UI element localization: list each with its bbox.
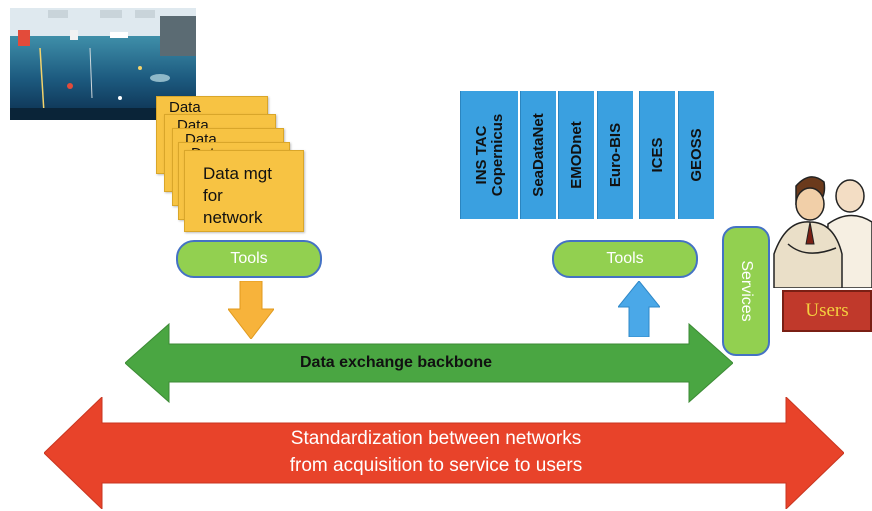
ocean-observation-image <box>10 8 196 120</box>
system-bar-ins-tac: INS TAC Copernicus <box>460 91 518 219</box>
users-illustration-icon <box>773 176 872 288</box>
down-arrow-icon <box>228 281 274 339</box>
services-label: Services <box>738 260 755 322</box>
system-bar-euro-bis: Euro-BIS <box>597 91 633 219</box>
system-label-line: Copernicus <box>488 113 506 197</box>
data-mgt-line: Data mgt <box>203 164 272 183</box>
data-exchange-backbone-arrow <box>125 322 733 404</box>
data-mgt-line: network <box>203 208 263 227</box>
system-label-line: INS TAC <box>472 125 490 185</box>
standardization-label-line1: Standardization between networks <box>290 428 582 449</box>
tools-right-label: Tools <box>606 250 644 267</box>
system-label: ICES <box>648 137 666 173</box>
tools-right-pill: Tools <box>552 240 698 278</box>
system-label: INS TAC Copernicus <box>472 113 506 197</box>
users-box: Users <box>782 290 872 332</box>
system-label: EMODnet <box>567 121 585 189</box>
services-pill: Services <box>722 226 770 356</box>
system-bar-geoss: GEOSS <box>678 91 714 219</box>
backbone-label: Data exchange backbone <box>300 354 493 371</box>
system-label: Euro-BIS <box>606 122 624 188</box>
system-label: SeaDataNet <box>529 113 547 197</box>
system-label: GEOSS <box>687 128 705 182</box>
tools-left-pill: Tools <box>176 240 322 278</box>
data-card-label: Data <box>185 131 217 145</box>
standardization-arrow <box>44 397 844 509</box>
up-arrow-icon <box>618 281 660 337</box>
users-label: Users <box>805 300 849 321</box>
tools-left-label: Tools <box>230 250 268 267</box>
data-mgt-card: Data mgt for network <box>184 150 304 232</box>
data-card-label: Data <box>177 117 209 131</box>
system-bar-emodnet: EMODnet <box>558 91 594 219</box>
system-bar-seadatanet: SeaDataNet <box>520 91 556 219</box>
standardization-label-line2: from acquisition to service to users <box>289 455 583 476</box>
system-bar-ices: ICES <box>639 91 675 219</box>
data-mgt-label: Data mgt for network <box>203 163 272 229</box>
data-mgt-line: for <box>203 186 223 205</box>
data-card-label: Data <box>169 99 201 113</box>
